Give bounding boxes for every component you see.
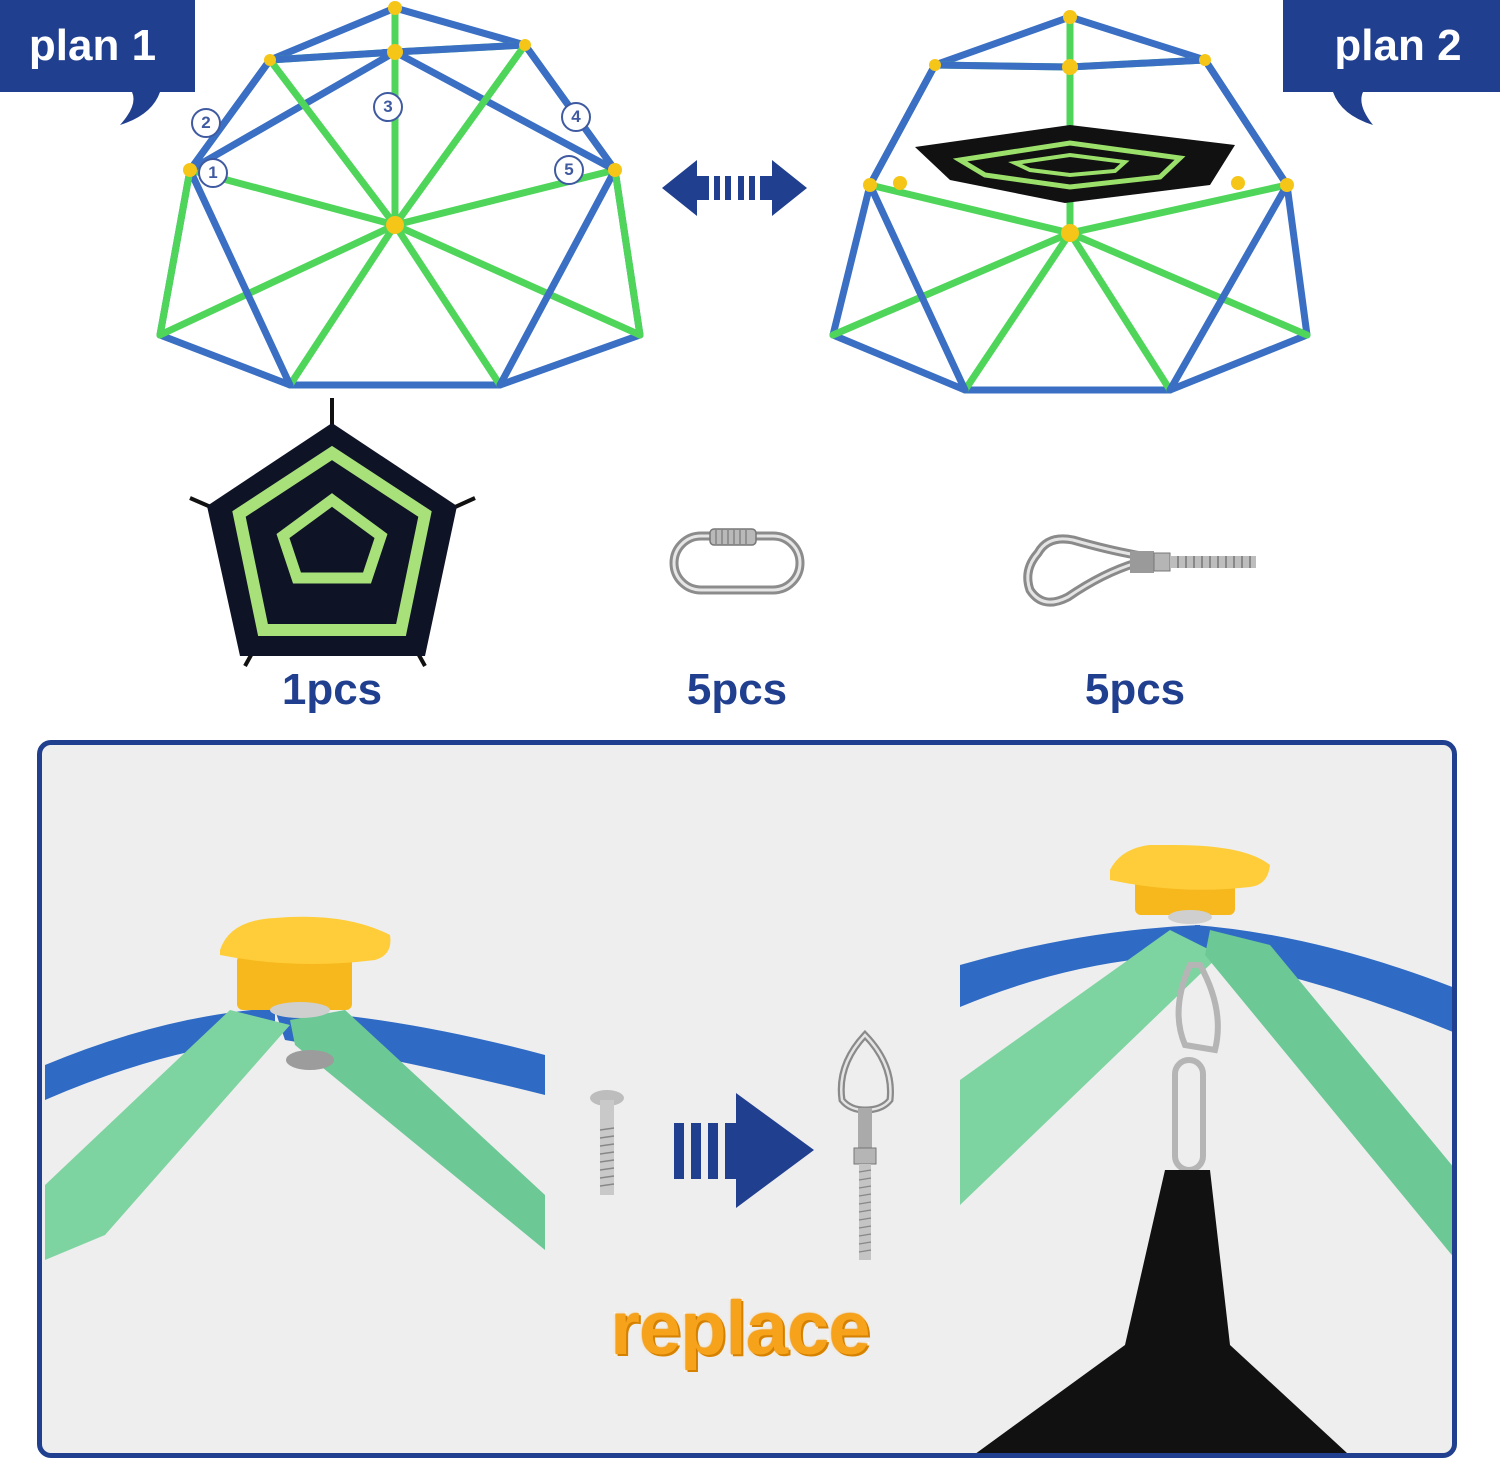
eye-bolt-count: 5pcs xyxy=(1084,665,1186,714)
eye-bolt-vertical-icon xyxy=(837,1030,894,1260)
plan-1-label: plan 1 xyxy=(0,0,185,92)
plan-2-tag: plan 2 xyxy=(1283,0,1500,125)
quick-link-icon xyxy=(669,528,805,595)
replace-arrow-icon xyxy=(674,1093,814,1208)
joint-before-photo xyxy=(45,916,545,1260)
callout-4: 4 xyxy=(561,102,591,132)
callout-1: 1 xyxy=(198,158,228,188)
joint-after-photo xyxy=(960,845,1452,1453)
installation-panel xyxy=(37,740,1457,1458)
target-net-count: 1pcs xyxy=(281,665,383,714)
replace-label: replace xyxy=(609,1285,872,1373)
callout-5: 5 xyxy=(554,155,584,185)
target-net-icon xyxy=(189,398,476,667)
swap-arrow-icon xyxy=(662,160,807,216)
dome-plan-2-illustration xyxy=(829,10,1311,394)
carriage-bolt-icon xyxy=(590,1090,624,1195)
plan-2-label: plan 2 xyxy=(1298,0,1498,92)
eye-bolt-icon xyxy=(1023,534,1256,607)
dome-plan-1-illustration xyxy=(156,1,644,389)
callout-2: 2 xyxy=(191,108,221,138)
callout-3: 3 xyxy=(373,92,403,122)
quick-link-count: 5pcs xyxy=(686,665,788,714)
plan-1-tag: plan 1 xyxy=(0,0,195,125)
